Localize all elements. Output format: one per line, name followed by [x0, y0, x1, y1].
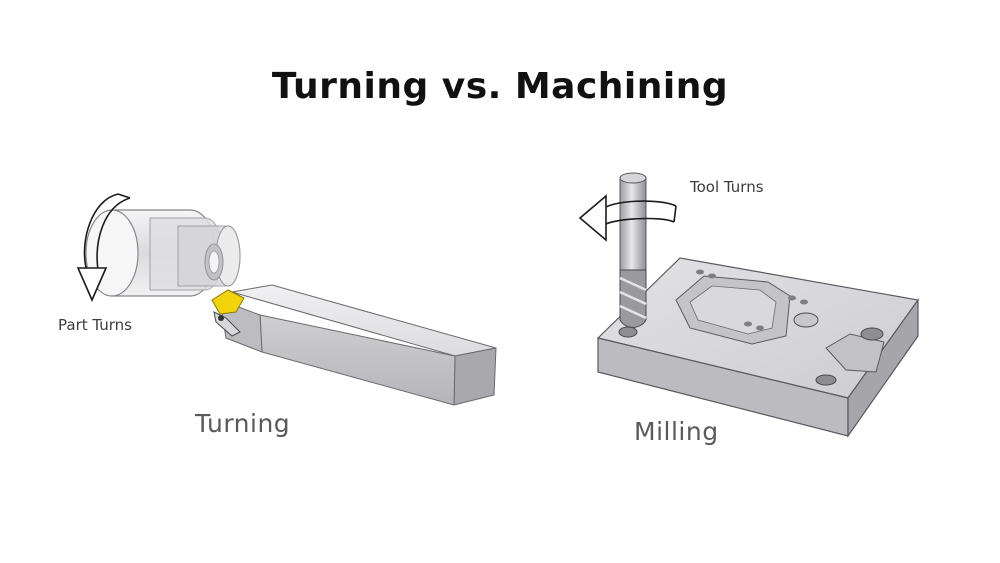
rotation-arrow-icon — [578, 194, 677, 242]
end-mill-tool — [619, 172, 647, 328]
turning-caption: Turning — [195, 409, 291, 438]
milling-caption: Milling — [634, 417, 719, 446]
milling-illustration — [578, 172, 920, 438]
rotation-arrow-icon — [76, 193, 131, 302]
page-title: Turning vs. Machining — [271, 66, 729, 107]
tool-holder — [219, 284, 497, 406]
cutting-insert — [211, 289, 245, 337]
turning-illustration — [76, 193, 497, 406]
tool-turns-label: Tool Turns — [690, 178, 764, 196]
workpiece-cylinder — [85, 209, 241, 297]
part-turns-label: Part Turns — [58, 316, 132, 334]
workpiece-plate — [596, 257, 920, 438]
